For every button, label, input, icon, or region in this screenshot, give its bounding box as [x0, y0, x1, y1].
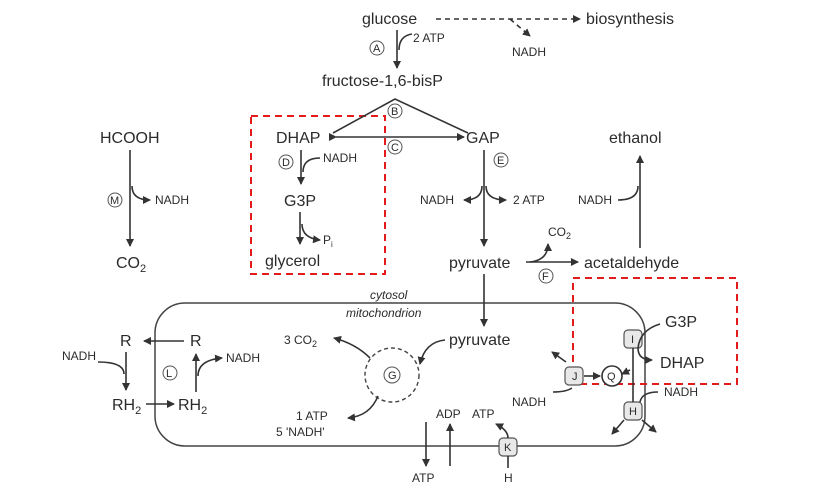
enzyme-l-marker: [162, 365, 178, 381]
enzyme-m-marker: [107, 192, 123, 208]
nadh-dehydrogenase-j: [564, 366, 584, 386]
arrow-nadh-h: [639, 391, 659, 403]
enzyme-a-label: A: [373, 43, 381, 55]
dhap-label: DHAP: [276, 130, 320, 147]
glycerol-label: glycerol: [265, 253, 320, 270]
arrow-nadh-l-out: [97, 361, 125, 375]
arrow-nadh-l-in: [197, 354, 223, 377]
mitochondrion-label: mitochondrion: [346, 306, 422, 320]
enzyme-l-label: L: [166, 368, 172, 380]
nadh-l-in-label: NADH: [226, 351, 260, 365]
nadh-m-label: NADH: [155, 193, 189, 207]
r-out-label: R: [120, 333, 132, 350]
fbp-label: fructose-1,6-bisP: [322, 73, 443, 90]
enzyme-b-marker: [387, 103, 403, 119]
highlight-box-g3p-shuttle: [572, 277, 738, 385]
arrow-nadh-eth: [617, 185, 639, 201]
enzyme-k-label: K: [504, 442, 512, 454]
arrow-fbp-split: [332, 98, 469, 134]
nadh-eth-label: NADH: [578, 193, 612, 207]
atp-a-label: 2 ATP: [413, 31, 445, 45]
atp-k-in-label: ATP: [472, 407, 494, 421]
nadh-g-label: 5 'NADH': [276, 425, 325, 439]
nadh-j-label: NADH: [512, 395, 546, 409]
arrow-tca-atp: [347, 395, 379, 422]
enzyme-m-label: M: [110, 195, 119, 207]
arrow-atp-a: [398, 33, 413, 51]
enzyme-f-marker: [538, 268, 554, 284]
enzyme-e-marker: [493, 152, 509, 168]
nadh-h-label: NADH: [664, 385, 698, 399]
arrow-atp-k-in: [495, 423, 509, 439]
enzyme-f-label: F: [542, 271, 549, 283]
enzyme-a-marker: [369, 40, 385, 56]
atp-g-label: 1 ATP: [296, 409, 328, 423]
enzyme-c-marker: [387, 139, 403, 155]
g3p-label: G3P: [284, 193, 316, 210]
arrow-nadh-e: [463, 185, 483, 204]
co2-m-label: CO2: [116, 255, 146, 275]
pi-label: Pi: [323, 233, 333, 249]
arrow-h-in: [611, 419, 625, 435]
nadh-l-out-label: NADH: [62, 349, 96, 363]
atp-k-out-label: ATP: [412, 471, 434, 485]
ubiquinone-q: [601, 365, 623, 387]
enzyme-e-label: E: [497, 155, 504, 167]
nadh-d-label: NADH: [323, 151, 357, 165]
enzyme-g-label: G: [388, 370, 397, 382]
enzyme-c-label: C: [391, 142, 399, 154]
mito-pyruvate-label: pyruvate: [449, 332, 510, 349]
tca-cycle: [364, 347, 420, 403]
mito-dhap-label: DHAP: [660, 355, 704, 372]
arrow-nadh-d: [302, 157, 321, 173]
arrow-nadh-biosynthesis: [509, 18, 531, 37]
arrow-i-q: [621, 367, 631, 375]
pyruvate-label: pyruvate: [449, 255, 510, 272]
highlight-box-glycerol: [250, 115, 386, 275]
enzyme-j-label: J: [572, 371, 578, 383]
arrow-atp-e: [485, 185, 507, 204]
co2-f-label: CO2: [548, 225, 571, 241]
enzyme-i-label: I: [631, 334, 634, 346]
mito-g3p-label: G3P: [665, 314, 697, 331]
hcooh-label: HCOOH: [100, 130, 160, 147]
enzyme-b-label: B: [391, 106, 398, 118]
r-in-label: R: [190, 333, 202, 350]
q-label: Q: [607, 371, 616, 383]
arrow-nadh-m: [131, 185, 151, 204]
arrow-pi: [301, 223, 321, 244]
nadh-e-label: NADH: [420, 193, 454, 207]
arrow-tca-co2: [333, 335, 371, 359]
arrow-g3p-dhap: [637, 323, 661, 364]
arrow-co2-f: [529, 243, 552, 263]
arrow-pyruvate-tca: [417, 339, 446, 365]
mitochondrion-membrane: [154, 302, 646, 447]
enzyme-h-label: H: [629, 406, 637, 418]
enzyme-d-marker: [278, 154, 294, 170]
enzyme-d-label: D: [282, 157, 290, 169]
rh2-in-label: RH2: [178, 397, 207, 417]
acetaldehyde-label: acetaldehyde: [584, 255, 679, 272]
enzyme-g-marker: [383, 366, 401, 384]
cytosol-label: cytosol: [370, 288, 408, 302]
rh2-out-label: RH2: [112, 397, 141, 417]
arrow-nadh-j: [552, 387, 573, 393]
biosynthesis-label: biosynthesis: [586, 11, 674, 28]
ethanol-label: ethanol: [609, 130, 662, 147]
glucose-label: glucose: [362, 11, 417, 28]
co2-g-label: 3 CO2: [284, 333, 317, 349]
nadh-biosynthesis-label: NADH: [512, 45, 546, 59]
atp-e-label: 2 ATP: [513, 193, 545, 207]
h-k-label: H: [504, 471, 513, 485]
arrow-h-out: [641, 419, 657, 433]
gap-label: GAP: [466, 130, 500, 147]
adp-label: ADP: [436, 407, 461, 421]
arrow-j-out: [551, 351, 567, 363]
